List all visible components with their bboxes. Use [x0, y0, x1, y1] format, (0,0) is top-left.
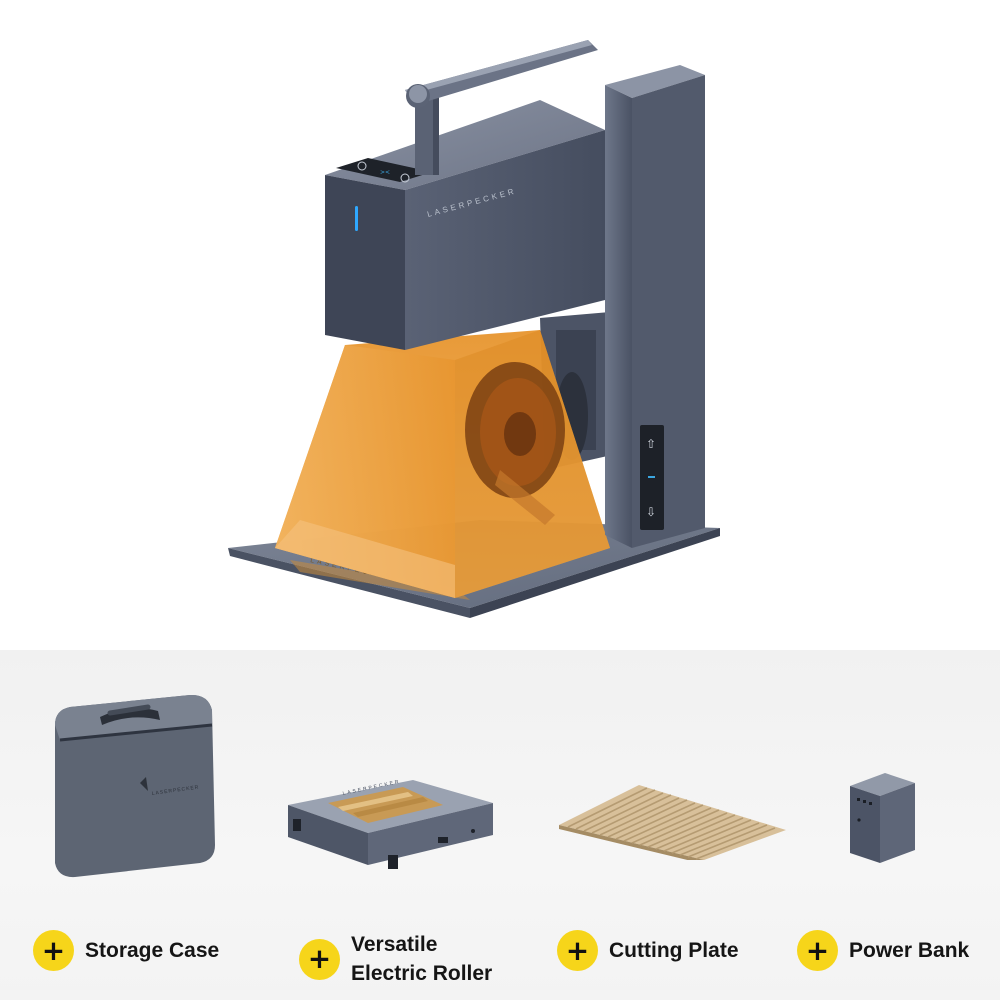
accessories-panel: LASERPECKER LASERPECKER	[0, 650, 1000, 1000]
accessory-label-electric-roller: + Versatile Electric Roller	[299, 930, 492, 988]
plus-icon: +	[797, 930, 838, 971]
accessory-name: Versatile Electric Roller	[351, 933, 493, 985]
accessory-name: Cutting Plate	[609, 939, 739, 962]
accessory-name: Storage Case	[85, 939, 220, 962]
plus-icon: +	[557, 930, 598, 971]
accessory-label-cutting-plate: + Cutting Plate	[557, 930, 739, 971]
svg-text:><: ><	[380, 169, 390, 176]
down-arrow-icon: ⇩	[646, 505, 656, 519]
laser-engraver-image: LASERPECKER ><	[228, 40, 720, 618]
amber-shield	[275, 330, 610, 598]
power-bank-image	[845, 768, 920, 868]
power-bank-icon	[850, 773, 915, 863]
up-arrow-icon: ⇧	[646, 437, 656, 451]
cutting-plate-icon	[559, 785, 786, 860]
hero-section: LASERPECKER ><	[228, 40, 720, 618]
storage-case-image: LASERPECKER	[40, 685, 230, 885]
electric-roller-image: LASERPECKER	[283, 775, 508, 890]
electric-roller-icon: LASERPECKER	[288, 779, 493, 869]
cutting-plate-image	[554, 780, 789, 860]
accessory-label-power-bank: + Power Bank	[797, 930, 969, 971]
plus-icon: +	[33, 930, 74, 971]
plus-icon: +	[299, 938, 340, 980]
laser-head: >< LASERPECKER	[325, 100, 605, 350]
carry-handle	[405, 40, 598, 175]
vertical-pillar: ⇧ ⇩	[605, 65, 705, 548]
accessory-name: Power Bank	[849, 939, 970, 962]
accessory-label-storage-case: + Storage Case	[33, 930, 219, 971]
storage-case-icon: LASERPECKER	[55, 694, 215, 878]
